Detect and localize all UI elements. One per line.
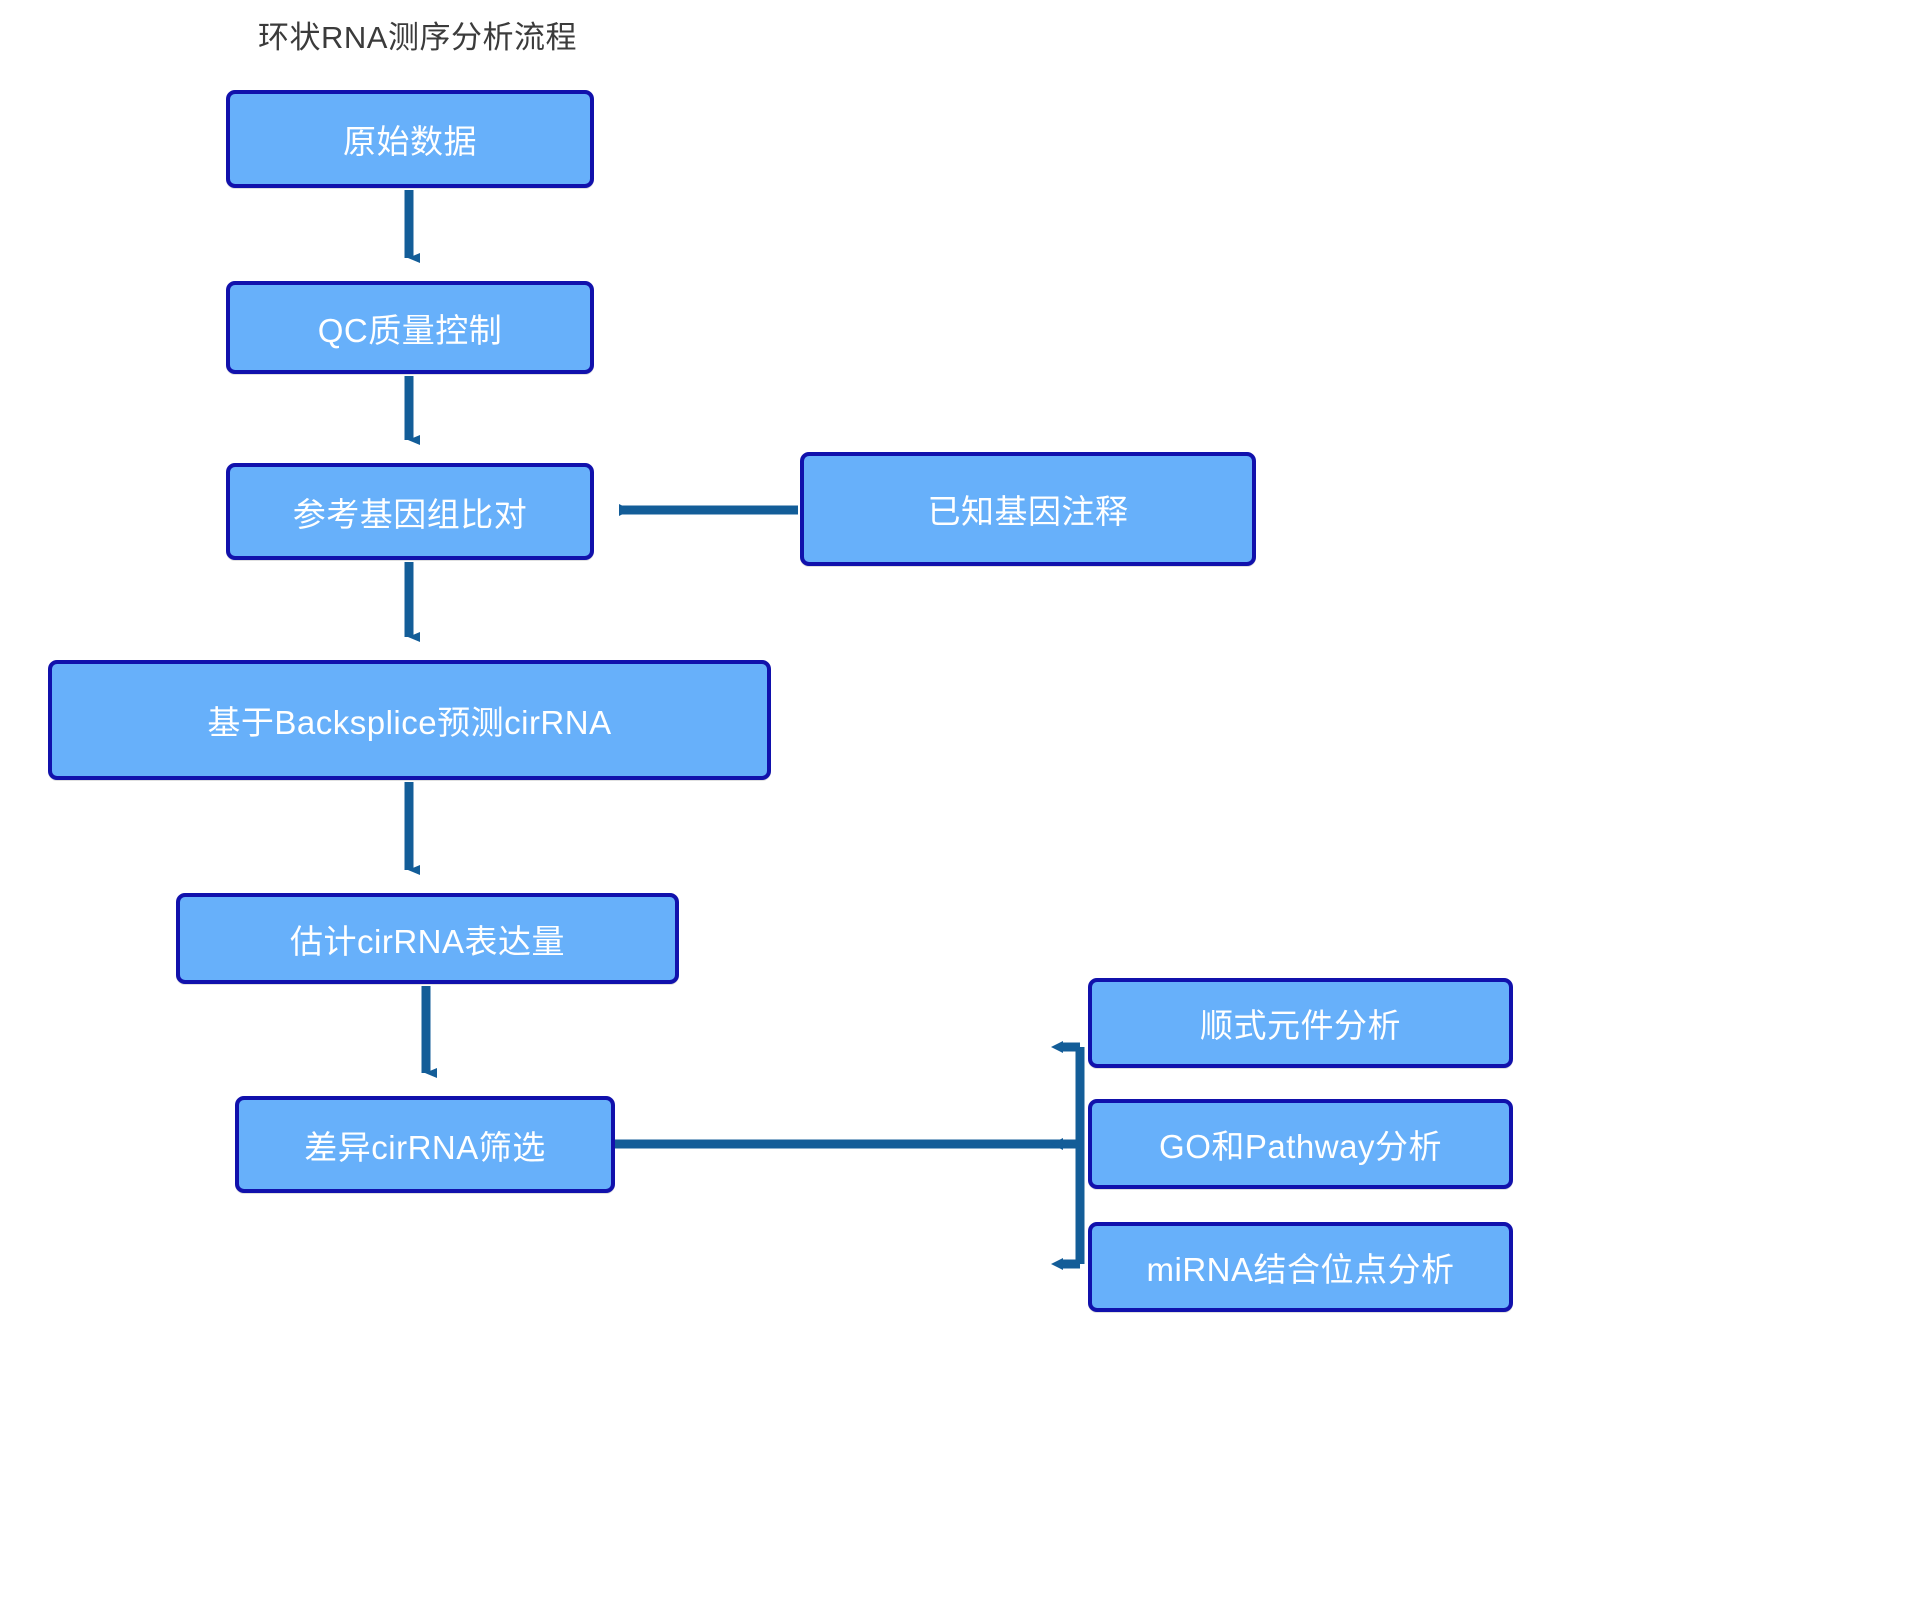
node-known-gene-annotation-label: 已知基因注释 xyxy=(927,493,1129,530)
node-mirna-binding-site-analysis-label: miRNA结合位点分析 xyxy=(1146,1251,1455,1288)
node-expression-estimation[interactable]: 估计cirRNA表达量 xyxy=(176,893,679,984)
node-known-gene-annotation[interactable]: 已知基因注释 xyxy=(800,452,1256,566)
node-raw-data[interactable]: 原始数据 xyxy=(226,90,594,188)
node-go-pathway-analysis-label: GO和Pathway分析 xyxy=(1159,1128,1442,1165)
node-backsplice-prediction[interactable]: 基于Backsplice预测cirRNA xyxy=(48,660,771,780)
node-qc-label: QC质量控制 xyxy=(317,311,503,349)
node-mirna-binding-site-analysis[interactable]: miRNA结合位点分析 xyxy=(1088,1222,1513,1312)
node-expression-estimation-label: 估计cirRNA表达量 xyxy=(290,922,565,960)
node-cis-element-analysis[interactable]: 顺式元件分析 xyxy=(1088,978,1513,1068)
node-raw-data-label: 原始数据 xyxy=(343,123,477,160)
node-backsplice-prediction-label: 基于Backsplice预测cirRNA xyxy=(207,704,612,741)
diagram-title: 环状RNA测序分析流程 xyxy=(258,20,577,55)
node-reference-alignment[interactable]: 参考基因组比对 xyxy=(226,463,594,560)
node-qc[interactable]: QC质量控制 xyxy=(226,281,594,374)
node-reference-alignment-label: 参考基因组比对 xyxy=(292,495,528,533)
node-differential-screening[interactable]: 差异cirRNA筛选 xyxy=(235,1096,615,1193)
node-cis-element-analysis-label: 顺式元件分析 xyxy=(1200,1007,1401,1044)
node-go-pathway-analysis[interactable]: GO和Pathway分析 xyxy=(1088,1099,1513,1189)
node-differential-screening-label: 差异cirRNA筛选 xyxy=(304,1128,546,1166)
